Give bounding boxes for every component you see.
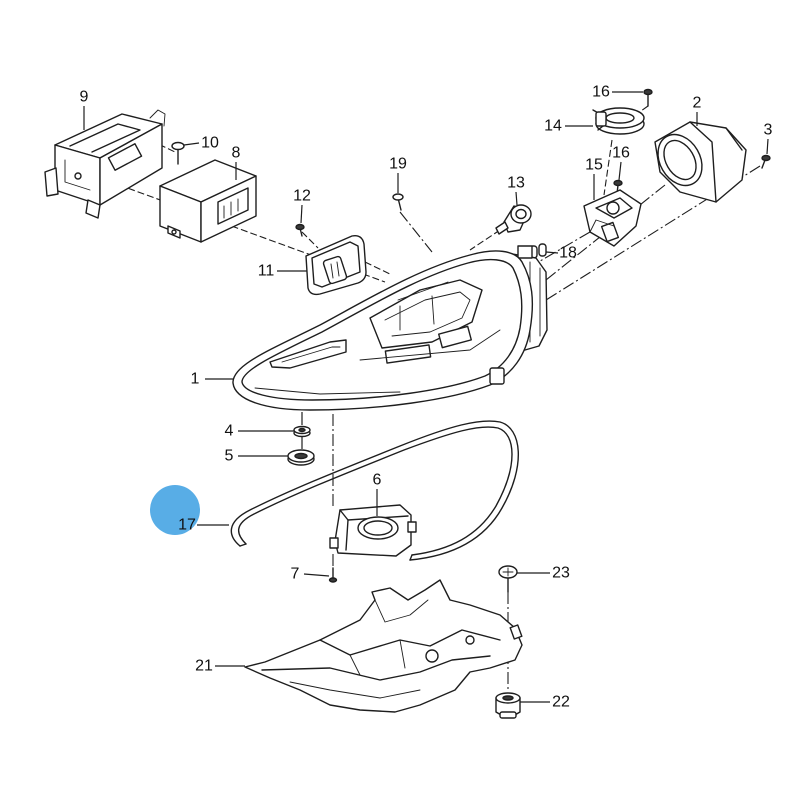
callouts: 1 2 3 4 5 6 7 8 9 10 11 12 13 14 15 16 1… (80, 84, 773, 711)
callout-2: 2 (693, 95, 702, 112)
lower-support-bracket (244, 579, 523, 713)
callout-13: 13 (507, 175, 525, 192)
clip-nut (495, 692, 521, 719)
callout-21: 21 (195, 658, 213, 675)
control-module (159, 159, 257, 243)
callout-6: 6 (373, 472, 382, 489)
screw-16 (613, 179, 623, 195)
callout-15: 15 (585, 157, 603, 174)
led-driver-module (329, 504, 417, 557)
ballast-module (305, 234, 367, 296)
callout-14: 14 (544, 118, 562, 135)
callout-7: 7 (291, 566, 300, 583)
callout-10: 10 (201, 135, 219, 152)
callout-17: 17 (178, 517, 196, 534)
callout-11: 11 (258, 263, 275, 280)
screw-23 (498, 565, 518, 593)
lamp-ring (592, 107, 645, 135)
leader-lines (83, 91, 769, 703)
callout-16: 16 (612, 145, 630, 162)
callout-1: 1 (191, 371, 200, 388)
screw-7 (328, 567, 338, 583)
adjustment-motor (495, 204, 532, 235)
callout-19: 19 (389, 156, 407, 173)
callout-8: 8 (232, 145, 241, 162)
grommet-large (287, 449, 315, 466)
cover-cap (654, 121, 747, 203)
callout-22: 22 (552, 694, 570, 711)
callout-4: 4 (225, 423, 234, 440)
callout-9: 9 (80, 89, 89, 106)
callout-23: 23 (552, 565, 570, 582)
callout-18: 18 (559, 245, 577, 262)
callout-5: 5 (225, 448, 234, 465)
seal-strip (230, 420, 520, 561)
screw-16-top (643, 88, 653, 107)
grommet-small (293, 425, 311, 438)
screw-10 (171, 141, 185, 165)
callout-12: 12 (293, 188, 311, 205)
mounting-bracket (44, 109, 166, 219)
screw-19 (392, 193, 404, 211)
headlight-assembly (232, 245, 548, 411)
screw-3 (761, 154, 771, 169)
callout-3: 3 (764, 122, 773, 139)
screw-12 (295, 223, 305, 237)
callout-16-top: 16 (592, 84, 610, 101)
highlight-marker (150, 485, 200, 535)
holder-bracket (583, 189, 642, 247)
